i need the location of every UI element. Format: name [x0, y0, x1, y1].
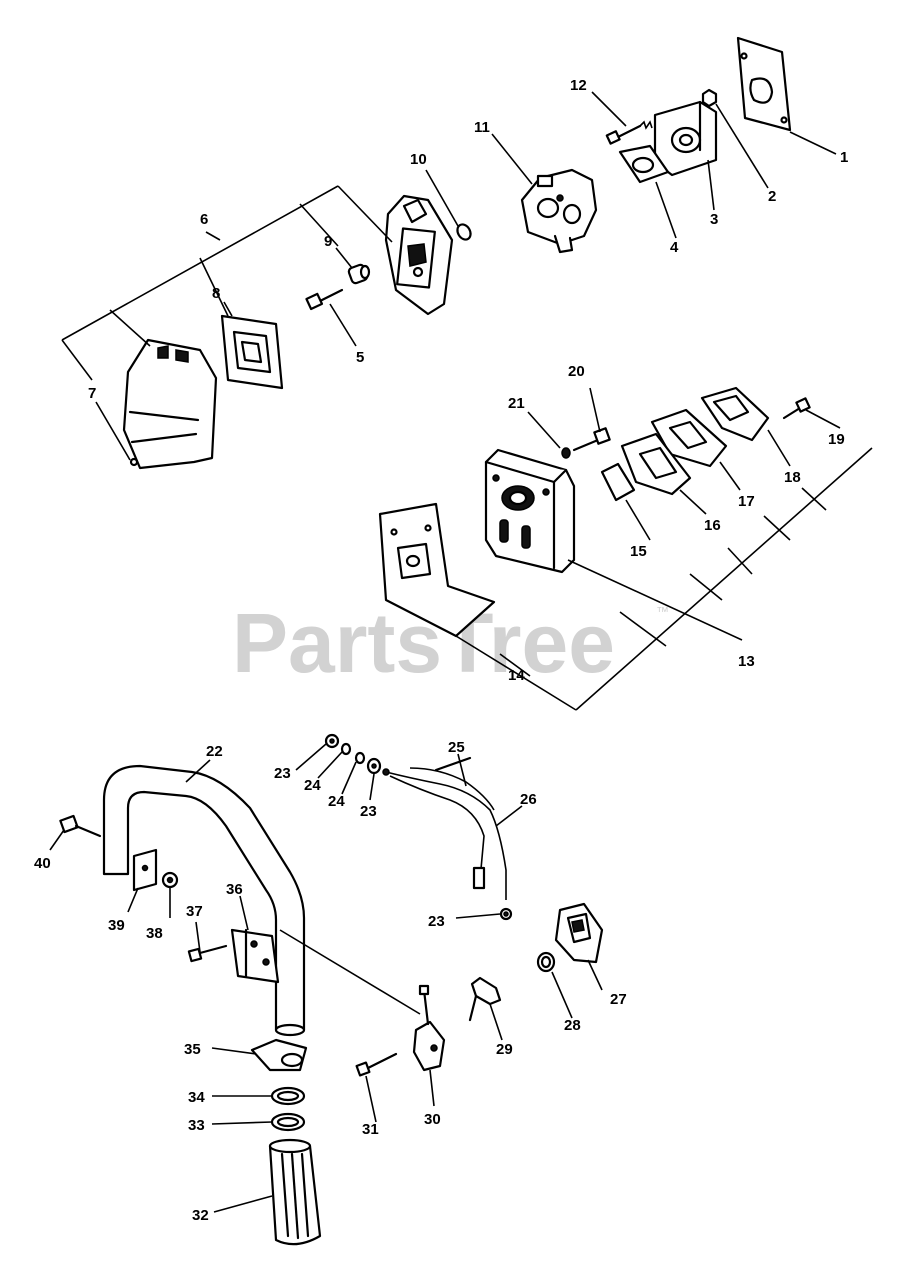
callout-19: 19 [828, 431, 845, 448]
callout-3: 3 [710, 211, 718, 228]
part-33-washer[interactable] [270, 1112, 306, 1132]
leader-lines [49, 91, 873, 1213]
part-39-bracket[interactable] [132, 848, 158, 892]
part-27-throttle-housing[interactable] [554, 902, 604, 964]
part-7-air-cleaner-cover[interactable] [122, 338, 218, 470]
part-23-nut-b[interactable] [366, 757, 382, 775]
callout-37: 37 [186, 903, 203, 920]
watermark-trademark: ™ [656, 604, 669, 619]
callout-28: 28 [564, 1017, 581, 1034]
callout-17: 17 [738, 493, 755, 510]
callout-14: 14 [508, 667, 525, 684]
part-11-carburetor[interactable] [520, 168, 598, 254]
part-26-throttle-cable[interactable] [382, 767, 507, 900]
callout-23-b: 23 [360, 803, 377, 820]
callout-29: 29 [496, 1041, 513, 1058]
callout-31: 31 [362, 1121, 379, 1138]
callout-13: 13 [738, 653, 755, 670]
part-16-gasket[interactable] [620, 432, 692, 496]
part-6-air-cleaner-base[interactable] [384, 194, 454, 316]
part-32-grip[interactable] [268, 1138, 322, 1246]
callout-23-a: 23 [274, 765, 291, 782]
part-15-plate[interactable] [600, 462, 636, 502]
callout-36: 36 [226, 881, 243, 898]
part-1-gasket[interactable] [736, 36, 792, 132]
callout-16: 16 [704, 517, 721, 534]
callout-1: 1 [840, 149, 848, 166]
part-20-bolt[interactable] [572, 427, 611, 452]
callout-6: 6 [200, 211, 208, 228]
part-9-spacer[interactable] [347, 263, 371, 285]
part-21-washer[interactable] [561, 447, 571, 459]
callout-2: 2 [768, 188, 776, 205]
part-23-nut-c[interactable] [499, 907, 513, 921]
part-24-washer-b[interactable] [354, 751, 366, 765]
callout-38: 38 [146, 925, 163, 942]
callout-20: 20 [568, 363, 585, 380]
callout-30: 30 [424, 1111, 441, 1128]
callout-23-c: 23 [428, 913, 445, 930]
part-24-washer-a[interactable] [340, 742, 352, 756]
callout-39: 39 [108, 917, 125, 934]
part-5-screw[interactable] [305, 288, 344, 311]
part-25-pin[interactable] [434, 756, 472, 772]
callout-27: 27 [610, 991, 627, 1008]
callout-25: 25 [448, 739, 465, 756]
callout-21: 21 [508, 395, 525, 412]
part-34-ring[interactable] [270, 1086, 306, 1106]
part-8-filter-element[interactable] [220, 314, 284, 390]
callout-33: 33 [188, 1117, 205, 1134]
part-12-screw[interactable] [605, 120, 653, 145]
part-36-clamp[interactable] [230, 928, 280, 984]
part-31-screw[interactable] [355, 1052, 398, 1077]
callout-12: 12 [570, 77, 587, 94]
part-22-loop-handle[interactable] [102, 764, 306, 1037]
callout-18: 18 [784, 469, 801, 486]
part-30-throttle-trigger[interactable] [412, 984, 446, 1072]
callout-numbers: 1 2 3 4 5 6 7 8 9 10 11 12 13 14 15 16 1… [34, 77, 848, 1224]
callout-35: 35 [184, 1041, 201, 1058]
callout-5: 5 [356, 349, 364, 366]
callout-22: 22 [206, 743, 223, 760]
part-2-nut[interactable] [701, 88, 718, 108]
part-4-gasket[interactable] [618, 144, 670, 184]
part-18-cover-plate[interactable] [700, 386, 770, 442]
callout-4: 4 [670, 239, 679, 256]
callout-11: 11 [474, 119, 490, 136]
callout-10: 10 [410, 151, 427, 168]
callout-8: 8 [212, 285, 220, 302]
part-37-screw[interactable] [187, 944, 228, 963]
part-10-o-ring[interactable] [455, 222, 473, 242]
part-38-nut[interactable] [161, 871, 179, 889]
part-3-insulator[interactable] [653, 100, 718, 177]
part-29-lever[interactable] [468, 976, 502, 1022]
callout-32: 32 [192, 1207, 209, 1224]
callout-34: 34 [188, 1089, 205, 1106]
part-28-spring[interactable] [536, 951, 556, 973]
callout-15: 15 [630, 543, 647, 560]
part-40-bolt[interactable] [59, 814, 102, 838]
part-14-heat-shield[interactable] [378, 502, 496, 638]
callout-24-a: 24 [304, 777, 321, 794]
callout-26: 26 [520, 791, 537, 808]
part-19-screw[interactable] [782, 397, 811, 420]
part-13-muffler[interactable] [484, 448, 576, 574]
part-23-nut-a[interactable] [324, 733, 340, 749]
callout-9: 9 [324, 233, 332, 250]
part-35-grip-plate[interactable] [250, 1038, 308, 1072]
callout-7: 7 [88, 385, 96, 402]
callout-24-b: 24 [328, 793, 345, 810]
callout-40: 40 [34, 855, 51, 872]
